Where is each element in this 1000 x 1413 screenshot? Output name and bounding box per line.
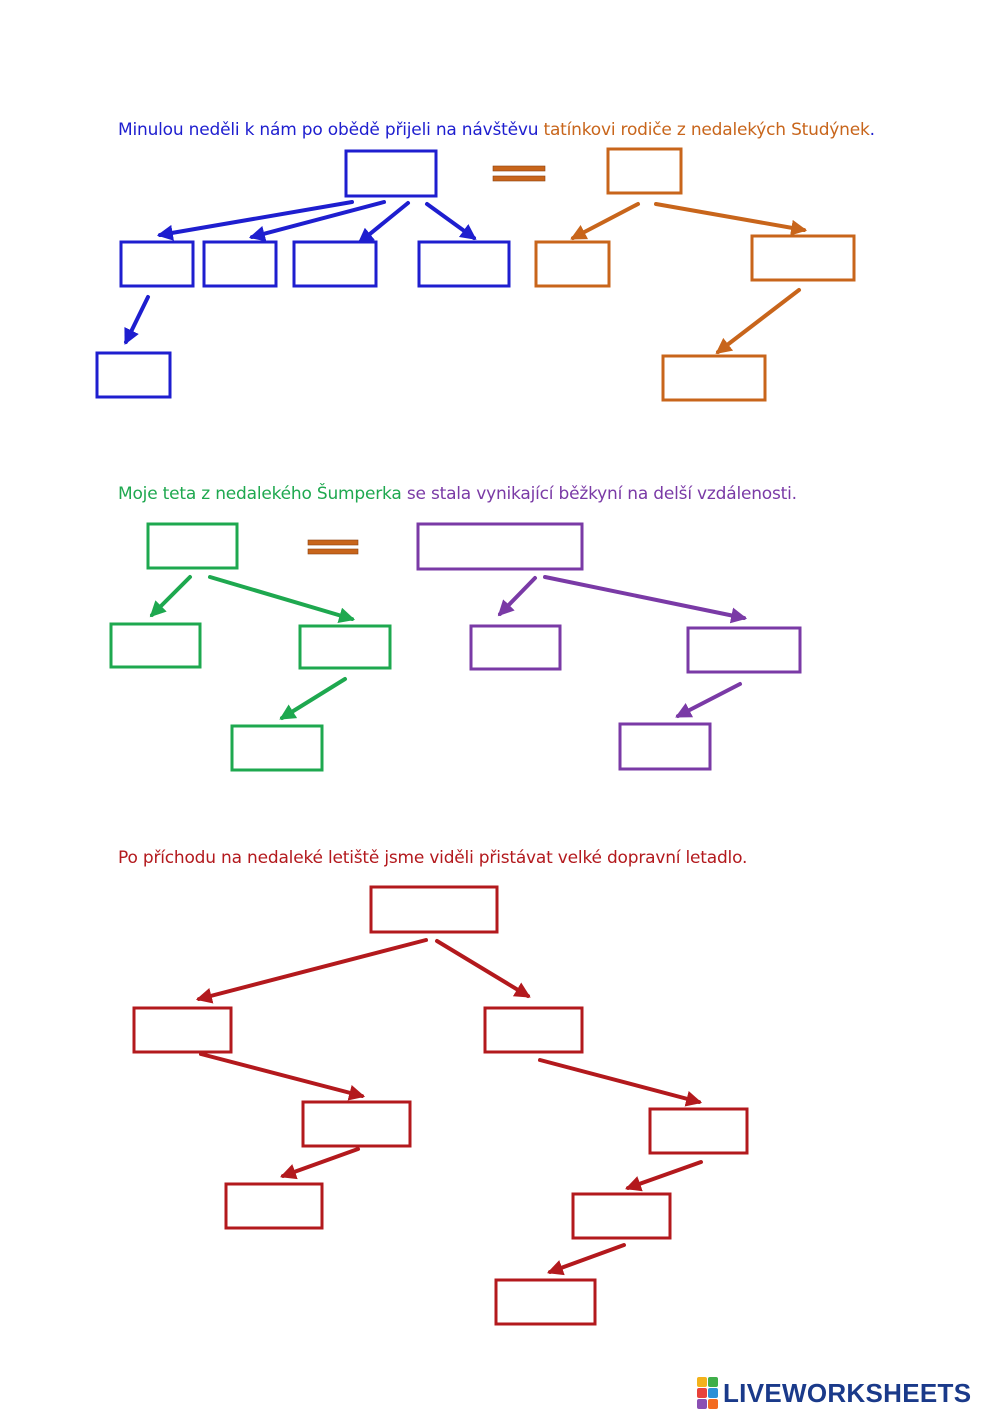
equals-sign-bar-2 (492, 175, 546, 182)
answer-box-b1-c3[interactable] (292, 240, 378, 288)
arrow-red-17 (199, 1052, 366, 1101)
arrow-blue-5 (124, 295, 150, 345)
answer-box-p2-root[interactable] (416, 522, 584, 571)
answer-box-r3-r3[interactable] (571, 1192, 672, 1240)
answer-box-g2-root[interactable] (146, 522, 239, 570)
logo-tile-3 (697, 1388, 707, 1398)
arrow-green-9 (149, 575, 192, 618)
answer-box-r3-l1[interactable] (132, 1006, 233, 1054)
equals-sign-bar-3 (307, 539, 359, 546)
arrow-green-10 (208, 575, 356, 624)
arrow-orange-8 (715, 288, 801, 354)
answer-box-g2-g1[interactable] (230, 724, 324, 772)
answer-box-b1-root[interactable] (344, 149, 438, 198)
logo-tile-2 (708, 1377, 718, 1387)
answer-box-b1-c4[interactable] (417, 240, 511, 288)
arrow-red-16 (435, 939, 531, 998)
sentence-1-part-1: Minulou neděli k nám po obědě přijeli na… (118, 120, 544, 140)
answer-box-o1-root[interactable] (606, 147, 683, 195)
answer-box-p2-c1[interactable] (469, 624, 562, 671)
sentence-3-part-1: Po příchodu na nedaleké letiště jsme vid… (118, 848, 748, 868)
arrow-purple-12 (497, 576, 537, 617)
arrow-red-19 (279, 1147, 360, 1180)
arrow-red-21 (546, 1243, 626, 1276)
answer-box-r3-l2[interactable] (301, 1100, 412, 1148)
answer-box-p2-c2[interactable] (686, 626, 802, 674)
answer-box-b1-g1[interactable] (95, 351, 172, 399)
arrow-blue-4 (425, 202, 477, 240)
sentence-2-part-1: Moje teta z nedalekého Šumperka (118, 484, 407, 504)
logo-tile-1 (697, 1377, 707, 1387)
sentence-1-part-2: tatínkovi rodiče z nedalekých Studýnek (543, 120, 870, 140)
arrow-red-20 (624, 1160, 703, 1192)
equals-sign-bar-1 (492, 165, 546, 172)
sentence-2-part-2: se stala vynikající běžkyní na delší vzd… (406, 484, 797, 504)
answer-box-p2-g1[interactable] (618, 722, 712, 771)
answer-box-o1-g1[interactable] (661, 354, 767, 402)
sentence-1-part-3: . (869, 120, 875, 140)
equals-sign-bar-4 (307, 548, 359, 555)
sentence-3: Po příchodu na nedaleké letiště jsme vid… (118, 848, 747, 868)
answer-box-b1-c2[interactable] (202, 240, 278, 288)
sentence-2: Moje teta z nedalekého Šumperka se stala… (118, 484, 797, 504)
answer-box-r3-r2[interactable] (648, 1107, 749, 1155)
arrow-green-11 (279, 677, 347, 720)
arrow-purple-14 (675, 682, 742, 718)
logo-icon (697, 1377, 718, 1409)
answer-box-r3-root[interactable] (369, 885, 499, 934)
arrow-blue-3 (357, 201, 410, 245)
logo-tile-5 (697, 1399, 707, 1409)
arrow-red-15 (195, 938, 428, 1004)
logo-tile-4 (708, 1388, 718, 1398)
liveworksheets-logo: LIVEWORKSHEETS (697, 1377, 972, 1409)
answer-box-g2-c2[interactable] (298, 624, 392, 670)
arrow-blue-2 (248, 200, 386, 242)
arrow-blue-1 (156, 200, 354, 241)
sentence-1: Minulou neděli k nám po obědě přijeli na… (118, 120, 875, 140)
arrow-orange-7 (654, 202, 808, 236)
answer-box-r3-l3[interactable] (224, 1182, 324, 1230)
answer-box-g2-c1[interactable] (109, 622, 202, 669)
logo-tile-6 (708, 1399, 718, 1409)
answer-box-b1-c1[interactable] (119, 240, 195, 288)
arrow-orange-6 (570, 202, 640, 240)
answer-box-r3-r1[interactable] (483, 1006, 584, 1054)
answer-box-r3-r4[interactable] (494, 1278, 597, 1326)
answer-box-o1-c1[interactable] (534, 240, 611, 288)
arrow-purple-13 (543, 575, 748, 624)
answer-box-o1-c2[interactable] (750, 234, 856, 282)
logo-text: LIVEWORKSHEETS (723, 1377, 972, 1408)
arrow-red-18 (538, 1058, 703, 1107)
